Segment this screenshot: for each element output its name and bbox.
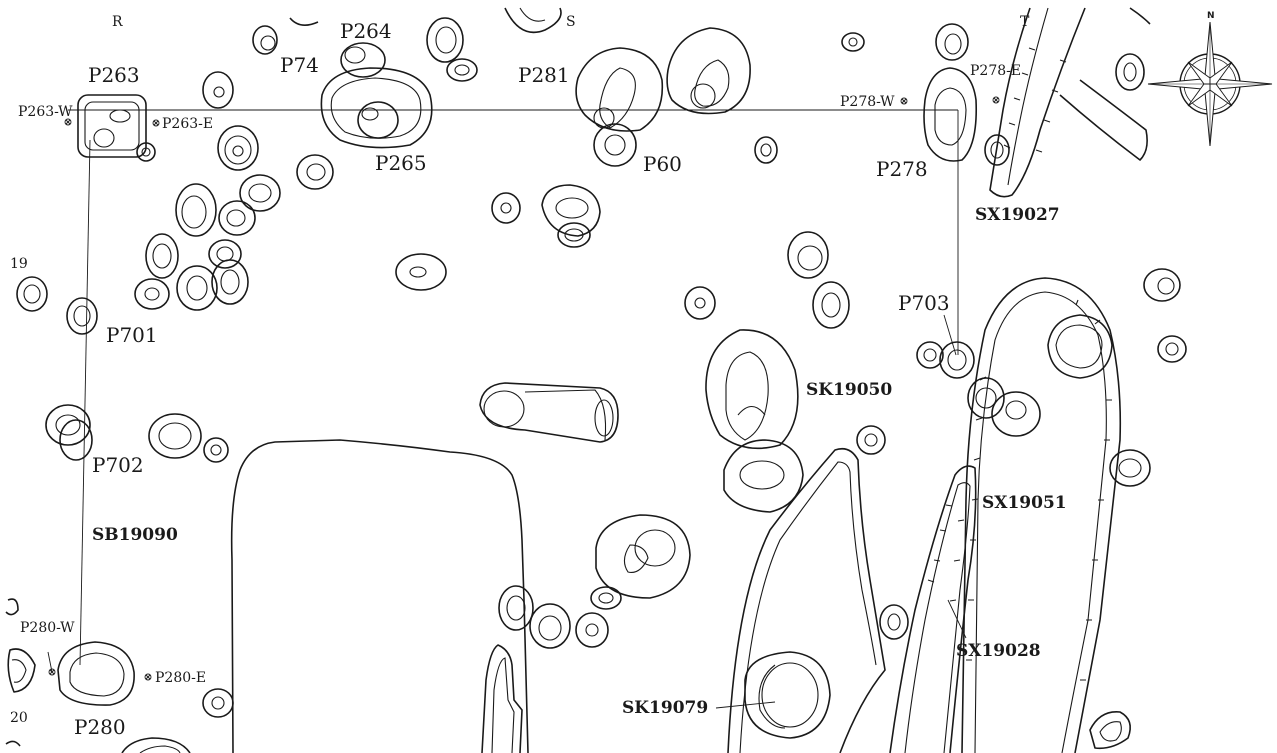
label-p280-e: P280-E — [155, 670, 206, 686]
label-p280: P280 — [74, 715, 126, 739]
label-p280-w: P280-W — [20, 620, 75, 636]
label-p264: P264 — [340, 19, 392, 43]
section-markers — [48, 96, 1000, 681]
label-sx19027: SX19027 — [975, 205, 1060, 225]
label-p60: P60 — [643, 152, 682, 176]
pits — [5, 7, 1187, 753]
ditch-sx19027 — [989, 7, 1151, 198]
label-p281: P281 — [518, 63, 570, 87]
label-sx19028: SX19028 — [956, 641, 1041, 661]
ditch-hachures — [927, 47, 1112, 681]
grid-label-19: 19 — [10, 256, 28, 272]
label-sk19050: SK19050 — [806, 380, 892, 400]
label-p265: P265 — [375, 151, 427, 175]
compass-north-label: N — [1207, 11, 1215, 21]
label-p702: P702 — [92, 453, 144, 477]
label-p263: P263 — [88, 63, 140, 87]
grid-label-t: T — [1020, 14, 1030, 30]
grid-label-s: S — [566, 14, 576, 30]
label-p278: P278 — [876, 157, 928, 181]
section-lines — [47, 109, 959, 673]
leader-lines — [715, 314, 967, 709]
label-p74: P74 — [280, 53, 319, 77]
label-sk19079: SK19079 — [622, 698, 708, 718]
label-p263-e: P263-E — [162, 116, 213, 132]
label-sx19051: SX19051 — [982, 493, 1067, 513]
ditch-sx19028 — [889, 465, 977, 753]
gully-south — [481, 644, 523, 753]
label-p278-e: P278-E — [970, 63, 1021, 79]
grid-label-r: R — [112, 14, 123, 30]
label-p703: P703 — [898, 291, 950, 315]
north-arrow-icon: N — [1147, 11, 1273, 147]
label-p278-w: P278-W — [840, 94, 895, 110]
ditch-sx19051 — [961, 277, 1122, 753]
gully-central — [727, 447, 886, 753]
structure-sb19090 — [230, 439, 529, 753]
label-sb19090: SB19090 — [92, 525, 178, 545]
label-p701: P701 — [106, 323, 158, 347]
grid-label-20: 20 — [10, 710, 28, 726]
label-p263-w: P263-W — [18, 104, 73, 120]
